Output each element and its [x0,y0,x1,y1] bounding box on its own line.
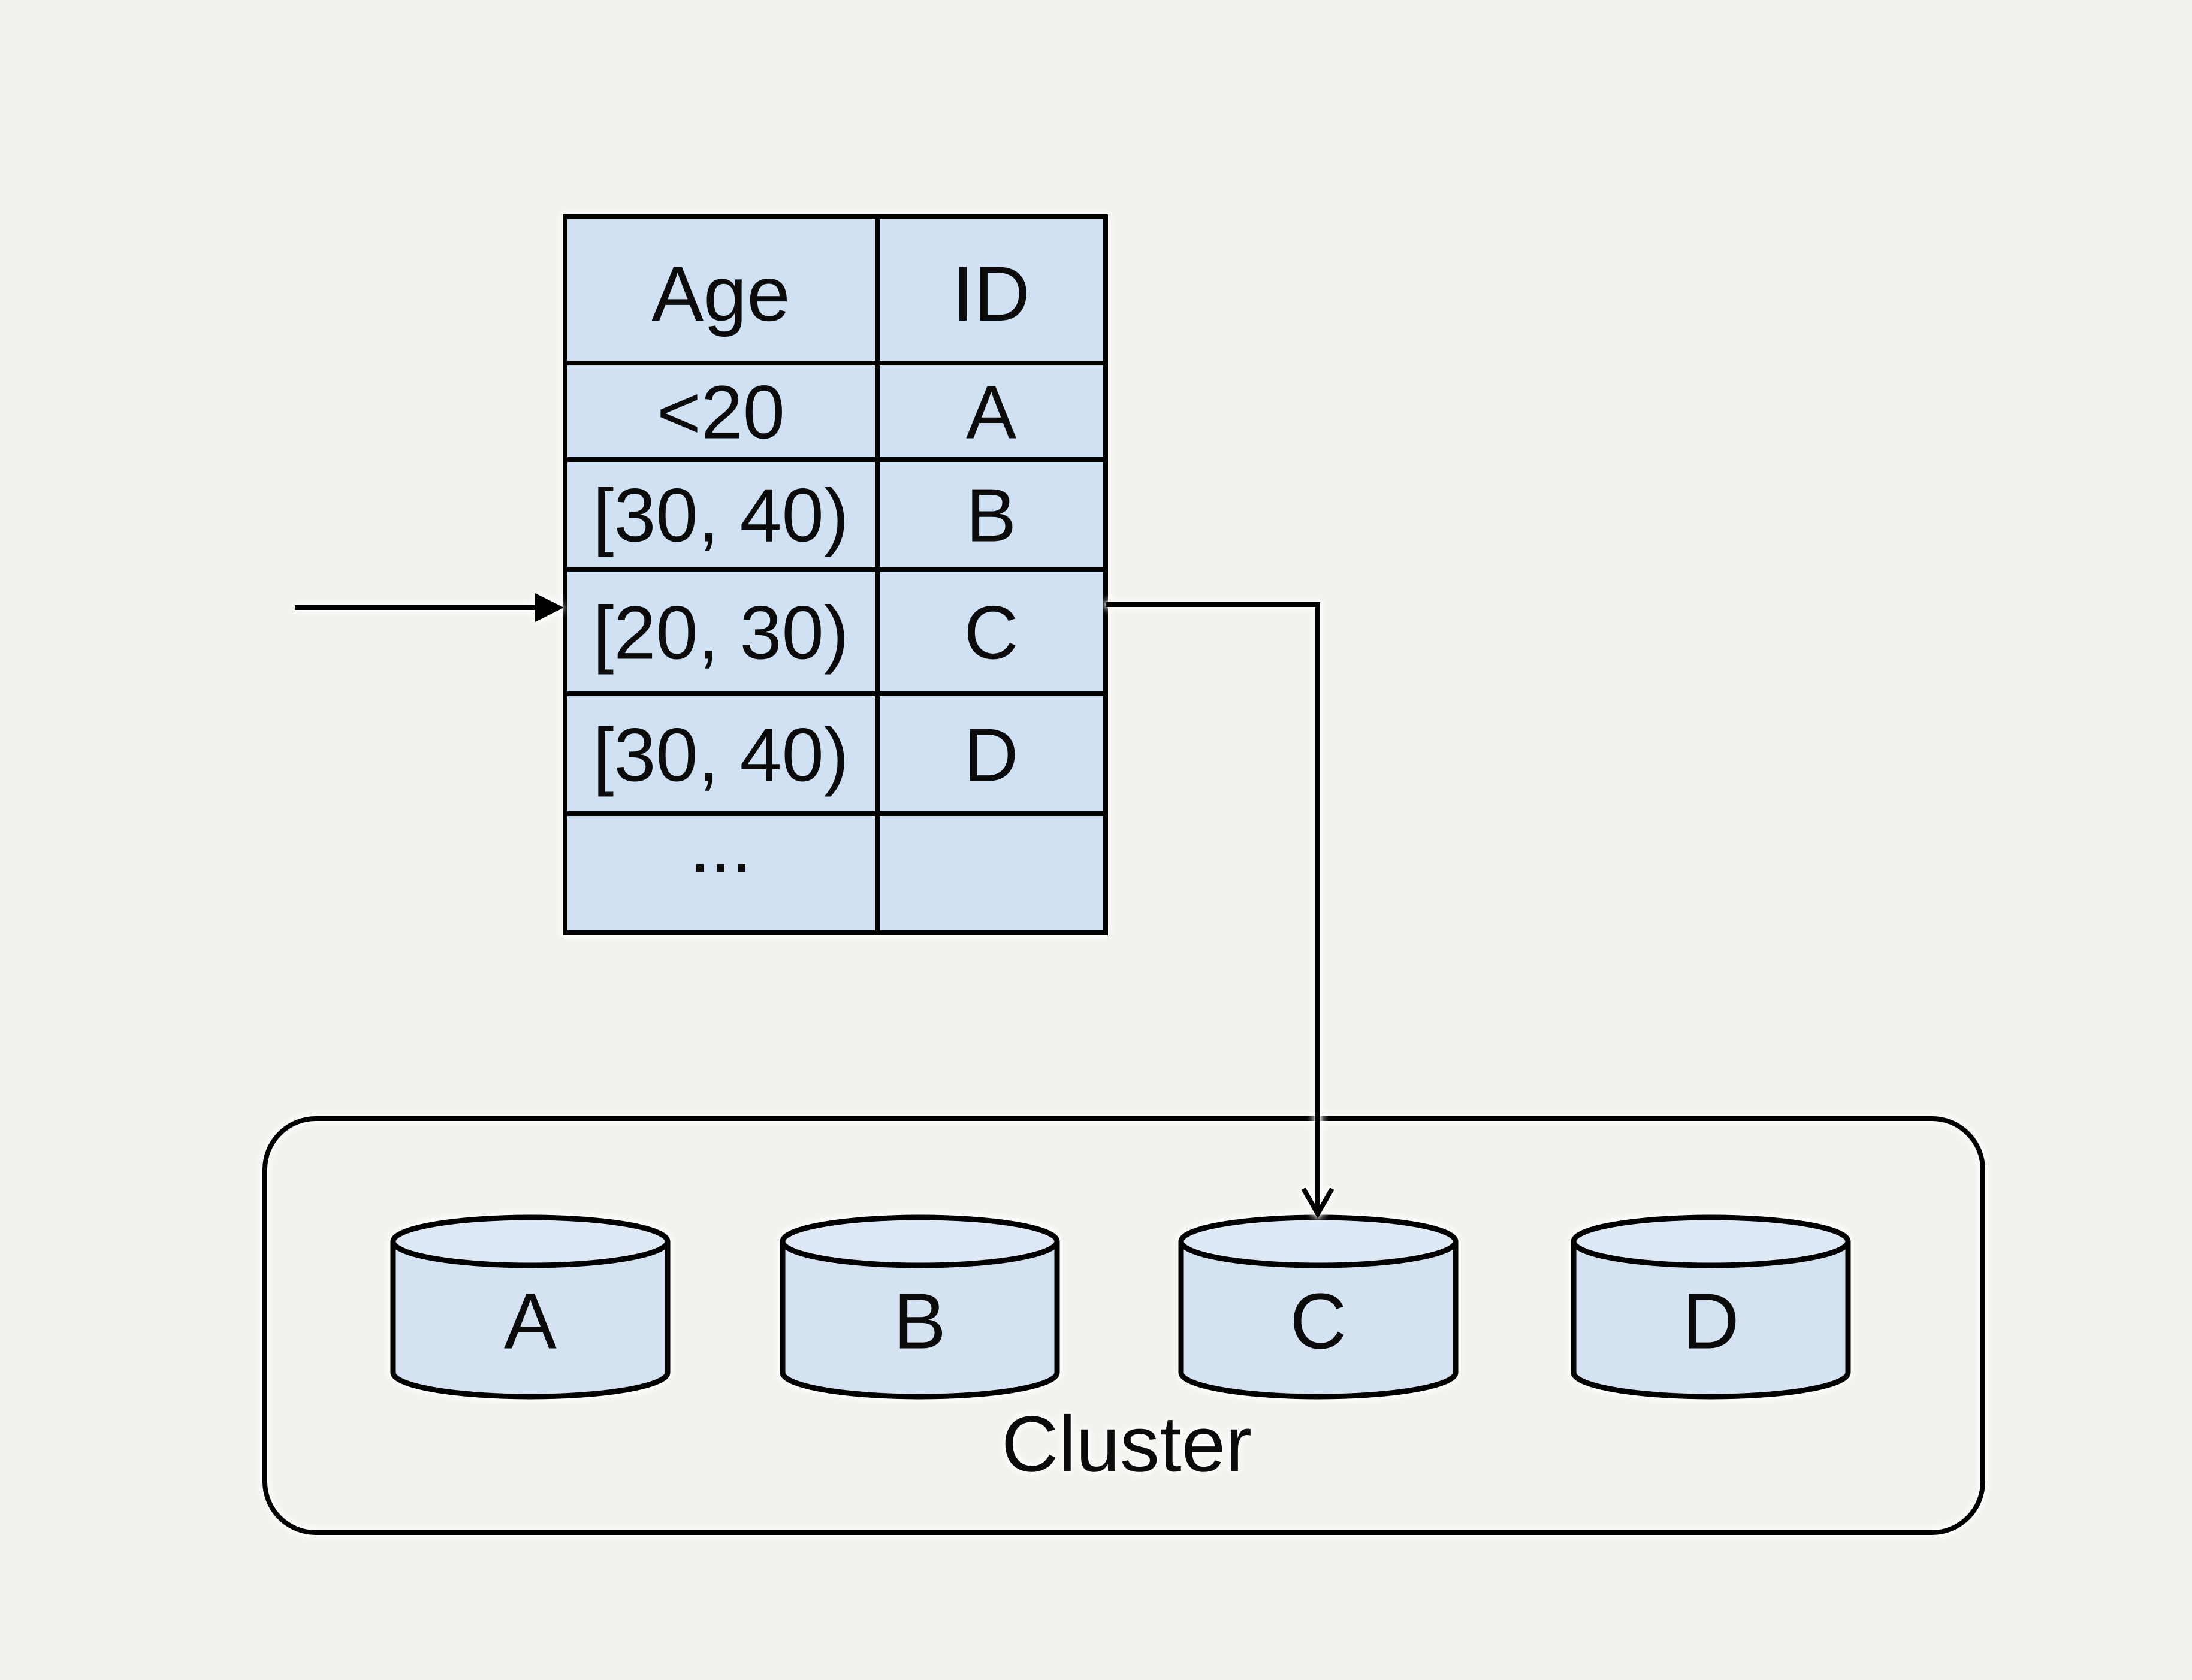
incoming-arrow [295,593,564,622]
table-header-id: ID [952,250,1030,337]
cylinder-body [780,1241,1060,1400]
cell-id-1: B [966,473,1016,558]
cell-age-3: [30, 40) [593,713,849,797]
lookup-arrow [1106,602,1334,1219]
db-cylinder-a: A [390,1214,671,1400]
cylinder-top [780,1214,1060,1268]
cluster-label: Cluster [1001,1400,1252,1488]
table-header-age: Age [651,250,790,337]
cylinder-top [1178,1214,1459,1268]
db-cylinder-d: D [1571,1214,1851,1400]
db-node-label-c: C [1290,1277,1346,1365]
db-node-label-a: A [504,1277,557,1365]
age-id-table: Age ID <20 A [30, 40) B [20, 30) C [30, … [563,214,1108,935]
cylinder-body [1178,1241,1459,1400]
cell-age-2: [20, 30) [593,591,849,675]
cell-id-2: C [964,591,1019,675]
cell-age-4: ... [689,804,752,889]
cell-id-0: A [966,370,1016,455]
cylinder-top [390,1214,671,1268]
cluster-border [262,1116,1985,1535]
lookup-arrowhead-icon [1301,1188,1334,1219]
db-cylinder-b: B [780,1214,1060,1400]
cylinder-body [390,1241,671,1400]
incoming-arrowhead-icon [535,593,564,622]
db-node-label-d: D [1682,1277,1739,1365]
lookup-arrow-shaft [1106,602,1320,1213]
cluster-box: Cluster [262,1116,1985,1535]
cell-age-0: <20 [657,370,785,455]
db-node-label-b: B [893,1277,946,1365]
cell-id-3: D [964,713,1019,797]
cylinder-top [1571,1214,1851,1268]
cell-age-1: [30, 40) [593,473,849,558]
cylinder-body [1571,1241,1851,1400]
db-cylinder-c: C [1178,1214,1459,1400]
